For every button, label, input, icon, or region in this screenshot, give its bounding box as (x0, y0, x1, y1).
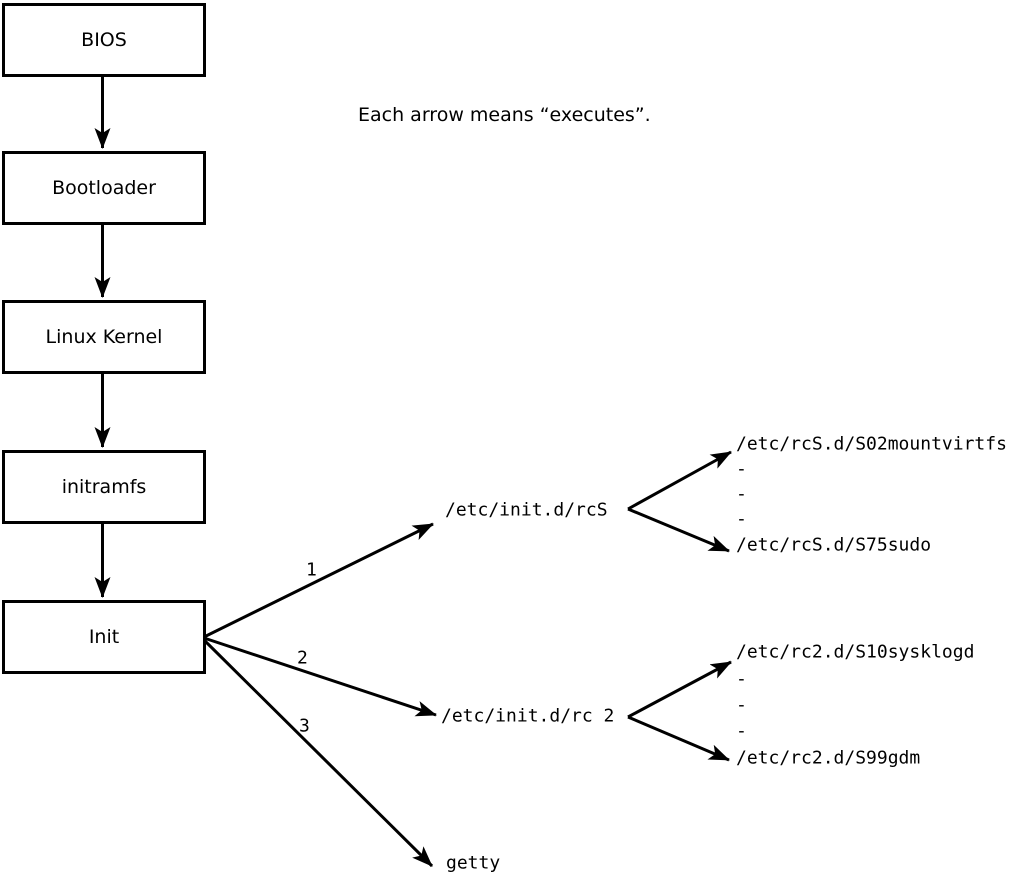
box-bootloader: Bootloader (2, 151, 206, 225)
box-bootloader-label: Bootloader (52, 177, 156, 199)
box-linux-kernel: Linux Kernel (2, 300, 206, 374)
target-init-d-rc2: /etc/init.d/rc 2 (441, 705, 615, 727)
ellipsis-dash: - (736, 458, 747, 480)
target-init-d-rcs: /etc/init.d/rcS (445, 499, 608, 521)
arrow-init-to-rc2 (203, 636, 437, 717)
arrow-rc2-to-s10 (627, 660, 732, 719)
script-s75sudo: /etc/rcS.d/S75sudo (736, 534, 932, 556)
ellipsis-dash: - (736, 508, 747, 530)
script-s10sysklogd: /etc/rc2.d/S10sysklogd (736, 641, 975, 663)
box-bios-label: BIOS (81, 29, 127, 51)
branch-number-2: 2 (297, 647, 308, 669)
script-s02mountvirtfs: /etc/rcS.d/S02mountvirtfs (736, 433, 1007, 455)
box-initramfs: initramfs (2, 450, 206, 524)
ellipsis-dash: - (736, 483, 747, 505)
legend-note: Each arrow means “executes”. (358, 104, 651, 126)
arrow-rc2-to-s99 (627, 715, 730, 762)
box-linux-kernel-label: Linux Kernel (45, 326, 163, 348)
ellipsis-dash: - (736, 694, 747, 716)
arrow-rcs-to-s75 (627, 507, 730, 553)
box-initramfs-label: initramfs (61, 476, 147, 498)
box-init: Init (2, 600, 206, 674)
branch-number-3: 3 (299, 715, 310, 737)
box-init-label: Init (88, 626, 120, 648)
arrow-rcs-to-s02 (627, 450, 732, 511)
ellipsis-dash: - (736, 720, 747, 742)
target-getty: getty (446, 852, 501, 874)
box-bios: BIOS (2, 3, 206, 77)
arrow-init-to-getty (202, 638, 434, 868)
arrow-init-to-rcs (203, 522, 434, 639)
branch-number-1: 1 (306, 559, 317, 581)
ellipsis-dash: - (736, 668, 747, 690)
script-s99gdm: /etc/rc2.d/S99gdm (736, 747, 921, 769)
